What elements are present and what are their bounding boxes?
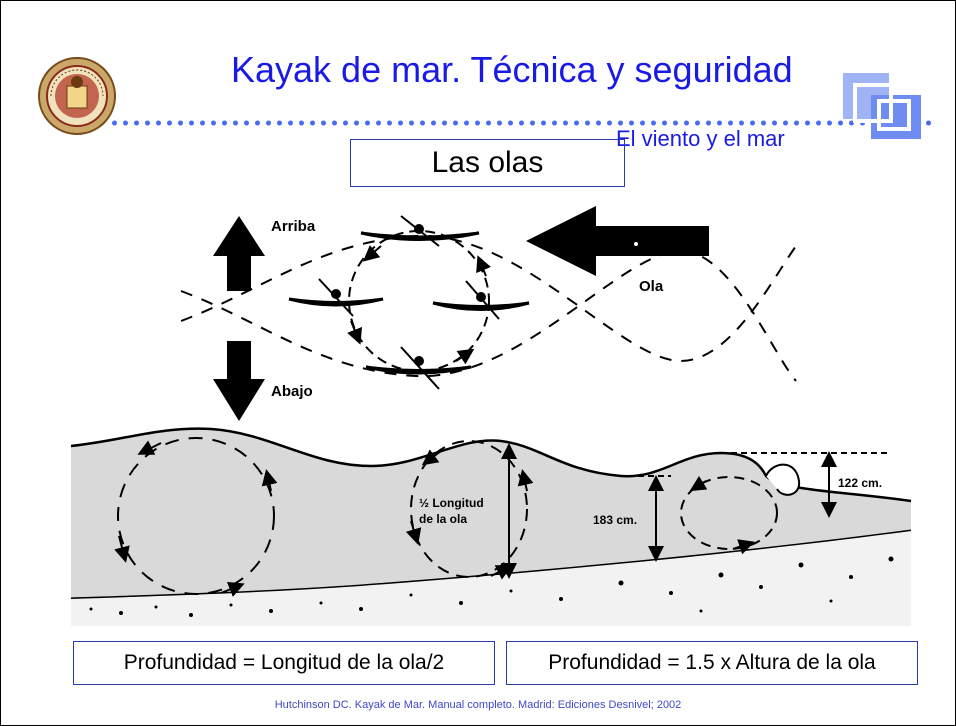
header-dotted-line	[109, 119, 937, 127]
orbit-mid-water	[410, 440, 528, 578]
label-half-length: ½ Longitud	[419, 496, 484, 510]
formula-height-text: Profundidad = 1.5 x Altura de la ola	[548, 651, 876, 674]
formula-length-text: Profundidad = Longitud de la ola/2	[123, 651, 445, 674]
label-abajo: Abajo	[271, 383, 313, 400]
wave-diagram: Arriba Abajo Ola	[70, 206, 912, 626]
university-seal-logo	[38, 57, 116, 135]
up-arrow-icon	[213, 216, 265, 291]
label-ola: Ola	[639, 278, 664, 295]
label-depth: 183 cm.	[593, 513, 637, 527]
height-measure-icon	[721, 451, 891, 518]
sea-profile	[70, 427, 912, 626]
down-arrow-icon	[213, 341, 265, 421]
orbit-shallow-arrows-icon	[689, 475, 755, 555]
citation-text: Hutchinson DC. Kayak de Mar. Manual comp…	[274, 699, 682, 711]
label-arriba: Arriba	[271, 218, 316, 235]
formula-box-length: Profundidad = Longitud de la ola/2	[73, 641, 495, 685]
wave-direction-arrow-icon	[526, 206, 709, 276]
label-height: 122 cm.	[838, 476, 882, 490]
kayak-icons	[288, 215, 530, 390]
slide-title: Kayak de mar. Técnica y seguridad	[231, 49, 793, 90]
slide-subtitle: El viento y el mar	[616, 126, 785, 151]
orbit-mid-arrows-icon	[405, 443, 534, 580]
label-half-length-2: de la ola	[419, 512, 467, 526]
section-title: Las olas	[431, 146, 544, 179]
orbit-deep-arrows-icon	[114, 440, 278, 597]
seabed-gravel	[89, 556, 894, 617]
section-title-box: Las olas	[350, 139, 625, 187]
orbit-arrows-icon	[347, 245, 491, 365]
orbit-deep-water	[117, 437, 275, 595]
dashed-wave-lines	[180, 234, 797, 382]
formula-box-height: Profundidad = 1.5 x Altura de la ola	[506, 641, 918, 685]
orbit-shallow-water	[680, 476, 778, 550]
squares-logo-icon	[843, 73, 921, 139]
depth-measure-icon	[618, 475, 671, 562]
